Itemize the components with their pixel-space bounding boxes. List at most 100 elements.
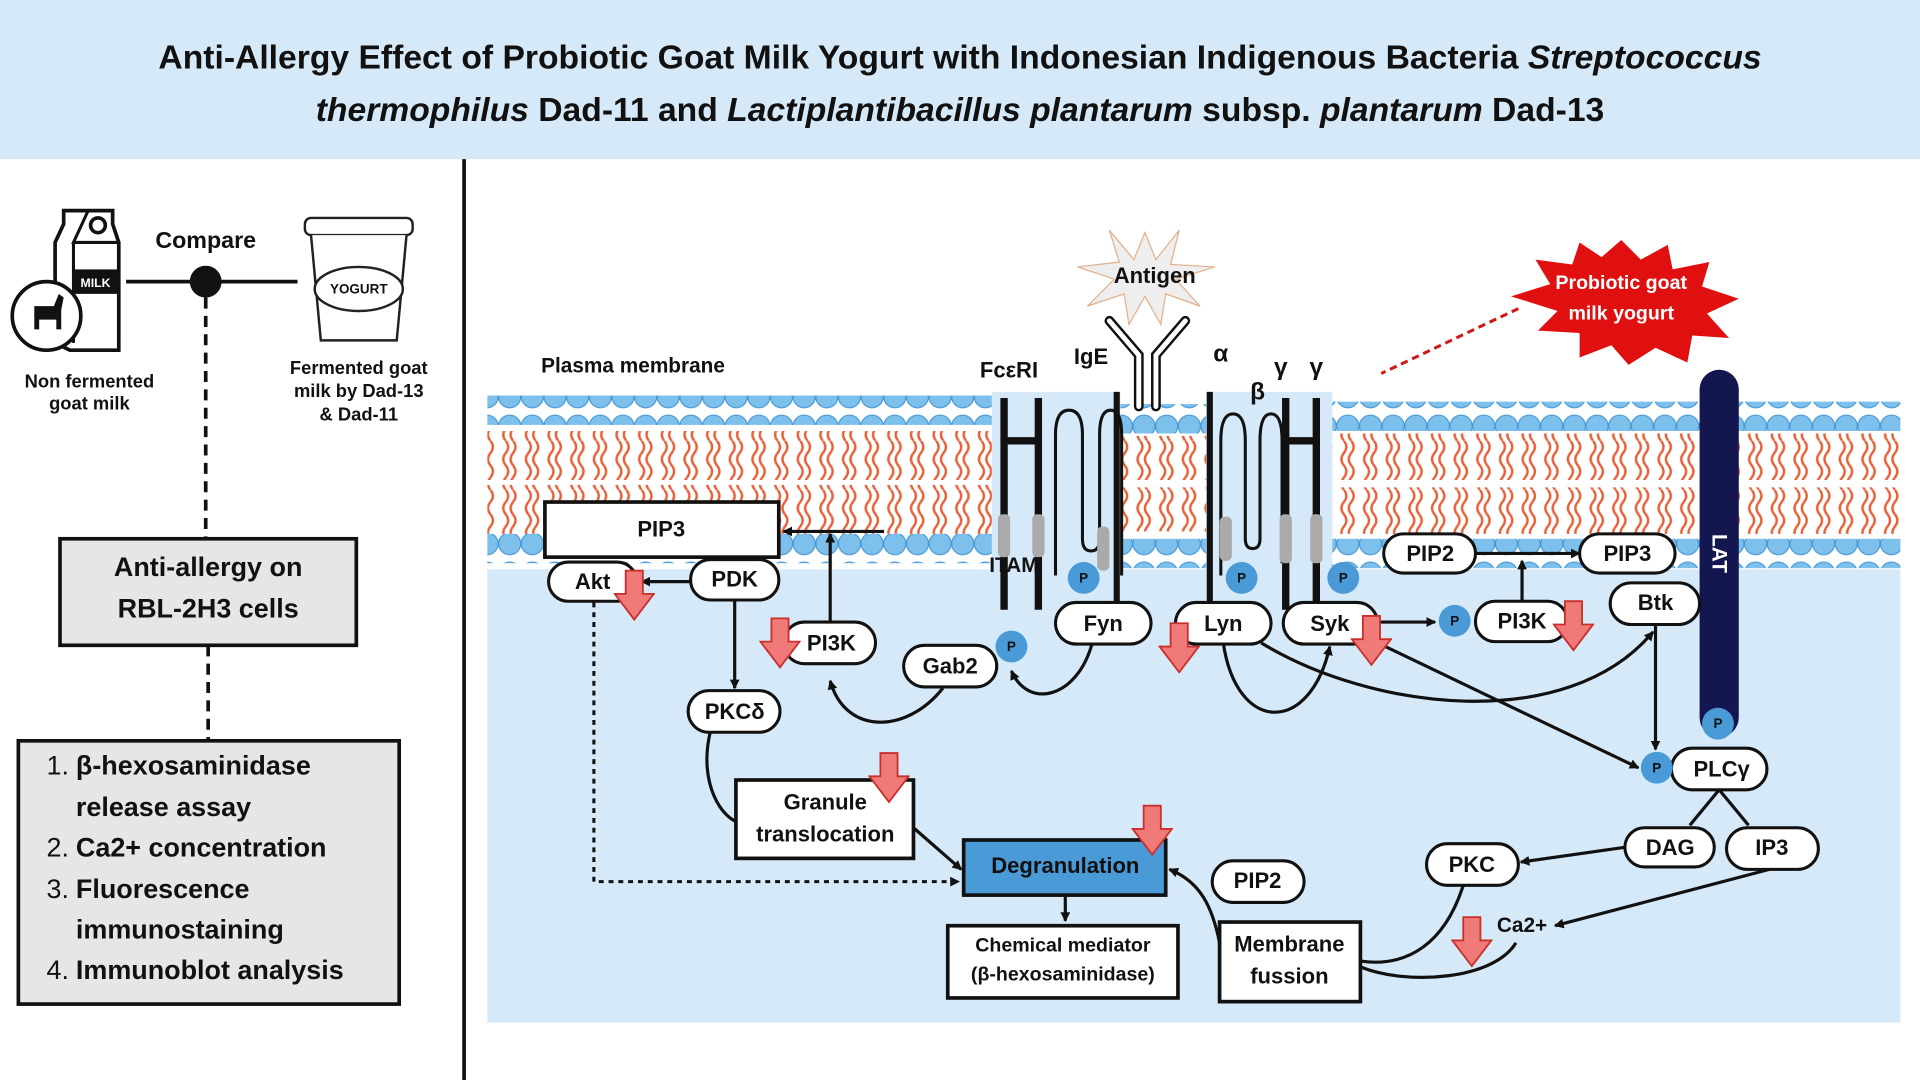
alpha-label: α <box>1213 340 1228 367</box>
pip3-node <box>1578 532 1677 575</box>
gamma-label: γ <box>1310 354 1324 381</box>
method-item: β-hexosaminidase <box>76 750 311 780</box>
phospho-icon <box>1438 604 1471 637</box>
btk-label: Btk <box>1638 590 1674 615</box>
method-number: 2. <box>47 832 69 862</box>
lat-label: LAT <box>1708 534 1731 573</box>
pip2-label: PIP2 <box>1406 541 1454 566</box>
method-item: immunostaining <box>76 914 284 944</box>
fermented-label: milk by Dad-13 <box>294 380 424 401</box>
fceri-receptor <box>997 391 1323 610</box>
pdk-node <box>689 558 781 602</box>
phospho-icon <box>1702 707 1734 740</box>
pi3k-label: PI3K <box>1498 608 1547 633</box>
methods-box <box>16 738 402 1006</box>
degranulation-label: Degranulation <box>991 853 1139 878</box>
pip3-label: PIP3 <box>637 516 685 541</box>
method-item: Ca2+ concentration <box>76 832 327 862</box>
cell-diagram: Plasma membrane Antigen FcεRI IgE α β γ … <box>487 229 1901 1023</box>
gab2-node <box>902 643 999 689</box>
dag-node <box>1623 826 1716 869</box>
method-number: 1. <box>47 750 69 780</box>
anti-allergy-text: RBL-2H3 cells <box>118 594 299 624</box>
pkcd-label: PKCδ <box>705 699 765 724</box>
method-item: Immunoblot analysis <box>76 955 344 985</box>
probiotic-label: milk yogurt <box>1568 302 1674 324</box>
membrane-fusion-box <box>1217 920 1363 1004</box>
phospho-label: P <box>1713 716 1722 731</box>
pkc-node <box>1425 842 1520 887</box>
phospho-label: P <box>1450 613 1459 628</box>
lat-protein: LAT <box>1699 369 1739 738</box>
pi3k-label: PI3K <box>807 630 856 655</box>
left-panel: MILK Compare YOGURT Non fermented goat m… <box>10 208 428 1006</box>
dag-label: DAG <box>1646 835 1695 860</box>
phospho-label: P <box>1007 639 1016 654</box>
yogurt-cup-icon: YOGURT <box>303 216 414 342</box>
btk-node <box>1608 581 1702 627</box>
chemical-mediator-box <box>945 923 1180 1000</box>
method-number: 3. <box>47 874 69 904</box>
probiotic-label: Probiotic goat <box>1555 272 1687 294</box>
pip2-node <box>1382 532 1478 575</box>
pip3-box <box>543 500 781 559</box>
syk-label: Syk <box>1310 611 1350 636</box>
chemical-mediator-label: Chemical mediator <box>975 934 1151 956</box>
ip3-node <box>1725 826 1820 871</box>
degranulation-box <box>961 838 1168 897</box>
ca-label: Ca2+ <box>1497 914 1547 937</box>
pdk-label: PDK <box>711 567 758 592</box>
granule-label: translocation <box>756 821 894 846</box>
phospho-icon <box>1640 751 1673 784</box>
itam-label: ITAM <box>989 554 1038 577</box>
antigen-icon: Antigen <box>1077 229 1215 327</box>
compare-node <box>189 265 222 298</box>
phosphorylation-markers: P P P P P P P <box>995 562 1734 784</box>
akt-label: Akt <box>575 569 611 594</box>
fceri-label: FcεRI <box>980 357 1038 382</box>
non-fermented-label: Non fermented <box>25 370 155 391</box>
plcg-label: PLCγ <box>1693 756 1750 781</box>
ige-antibody-icon <box>1104 315 1191 412</box>
ige-label: IgE <box>1074 344 1108 369</box>
pkc-label: PKC <box>1449 852 1496 877</box>
ip3-label: IP3 <box>1755 835 1788 860</box>
pip2-label: PIP2 <box>1234 868 1282 893</box>
membrane-fusion-label: fussion <box>1250 963 1328 988</box>
method-item: Fluorescence <box>76 874 250 904</box>
pip3-label: PIP3 <box>1603 541 1651 566</box>
header: Anti-Allergy Effect of Probiotic Goat Mi… <box>0 0 1920 160</box>
method-number: 4. <box>47 955 69 985</box>
title-line-2: thermophilus Dad-11 and Lactiplantibacil… <box>316 92 1605 129</box>
pkcd-node <box>686 689 782 734</box>
compare-label: Compare <box>155 227 256 253</box>
phospho-label: P <box>1339 570 1348 585</box>
title-line-1: Anti-Allergy Effect of Probiotic Goat Mi… <box>158 39 1761 76</box>
granule-label: Granule <box>784 790 867 815</box>
fyn-node <box>1053 600 1153 646</box>
milk-label: MILK <box>81 276 111 290</box>
phospho-label: P <box>1652 760 1661 775</box>
gab2-label: Gab2 <box>923 654 978 679</box>
antigen-label: Antigen <box>1114 263 1196 288</box>
methods-list: 1. β-hexosaminidase release assay 2. Ca2… <box>47 750 344 984</box>
plasma-membrane-label: Plasma membrane <box>541 355 725 378</box>
beta-label: β <box>1250 378 1265 405</box>
phospho-icon <box>1067 562 1100 594</box>
lyn-label: Lyn <box>1204 611 1242 636</box>
fermented-label: Fermented goat <box>290 357 428 378</box>
phospho-icon <box>1327 562 1360 594</box>
pip2-node <box>1210 859 1306 904</box>
header-background <box>0 0 1920 160</box>
probiotic-burst: Probiotic goat milk yogurt <box>1380 240 1739 375</box>
phospho-icon <box>995 630 1028 663</box>
phospho-icon <box>1225 562 1258 594</box>
goat-icon <box>10 279 83 353</box>
phospho-label: P <box>1237 570 1246 585</box>
anti-allergy-box <box>58 536 359 648</box>
non-fermented-label: goat milk <box>49 392 130 413</box>
membrane-fusion-label: Membrane <box>1234 932 1344 957</box>
chemical-mediator-label: (β-hexosaminidase) <box>971 964 1155 986</box>
gamma-label: γ <box>1274 354 1288 381</box>
